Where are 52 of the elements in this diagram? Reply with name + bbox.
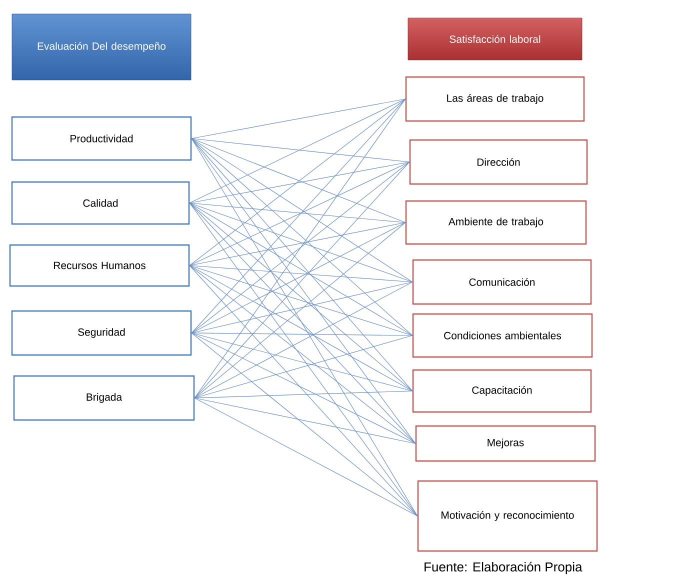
- connector-line: [189, 162, 410, 266]
- connector-line: [191, 138, 416, 444]
- connector-line: [194, 335, 413, 398]
- process-box: Recursos Humanos: [9, 244, 190, 287]
- header-box: Evaluación Del desempeño: [12, 14, 192, 80]
- process-box: Dirección: [409, 139, 588, 185]
- process-box: Condiciones ambientales: [412, 313, 593, 358]
- connector-line: [189, 98, 406, 266]
- connector-line: [189, 202, 418, 516]
- connector-line: [189, 202, 413, 392]
- header-box: Satisfacción laboral: [408, 18, 582, 60]
- connector-line: [194, 222, 406, 398]
- connector-line: [189, 162, 410, 204]
- connector-line: [189, 202, 406, 223]
- connector-line: [191, 138, 410, 162]
- connector-line: [189, 222, 406, 266]
- connector-line: [189, 202, 413, 282]
- connector-line: [194, 282, 413, 398]
- connector-line: [191, 222, 406, 334]
- connector-line: [191, 98, 406, 139]
- connector-line: [189, 202, 413, 336]
- connector-line: [191, 282, 413, 334]
- connector-line: [191, 138, 418, 516]
- connector-line: [191, 138, 413, 282]
- process-box: Las áreas de trabajo: [405, 76, 585, 122]
- connector-line: [191, 332, 418, 516]
- connector-line: [194, 390, 413, 398]
- caption: Fuente: Elaboración Propia: [424, 562, 582, 574]
- process-box: Capacitación: [412, 369, 592, 413]
- connector-line: [191, 332, 416, 444]
- connector-line: [189, 265, 416, 444]
- connector-line: [189, 98, 406, 204]
- process-box: Calidad: [11, 181, 190, 225]
- connector-line: [191, 98, 406, 334]
- connector-line: [194, 98, 406, 398]
- process-box: Comunicación: [412, 259, 592, 305]
- connector-line: [191, 138, 406, 223]
- connector-line: [194, 398, 418, 516]
- process-box: Productividad: [11, 116, 192, 161]
- process-box: Ambiente de trabajo: [405, 200, 587, 245]
- connector-line: [189, 265, 413, 392]
- process-box: Mejoras: [415, 425, 596, 462]
- connector-line: [191, 332, 413, 336]
- process-box: Seguridad: [11, 310, 192, 356]
- connector-line: [189, 265, 413, 336]
- process-box: Motivación y reconocimiento: [417, 480, 598, 552]
- connector-line: [194, 398, 416, 444]
- connector-line: [189, 265, 413, 282]
- connector-line: [189, 265, 418, 516]
- connector-line: [191, 332, 413, 392]
- connector-line: [189, 202, 416, 444]
- process-box: Brigada: [13, 375, 195, 421]
